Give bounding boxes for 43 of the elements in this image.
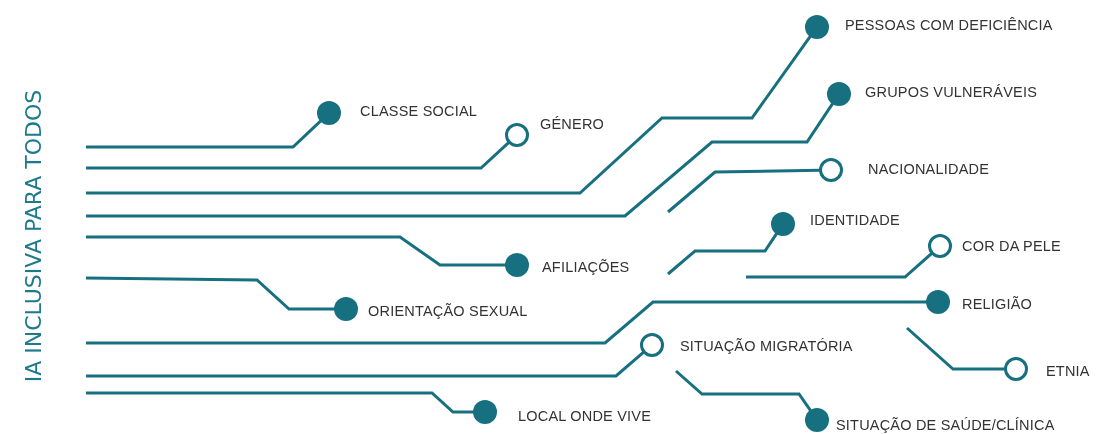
circuit-line	[667, 232, 779, 276]
category-label: AFILIAÇÕES	[542, 259, 630, 275]
category-label: SITUAÇÃO MIGRATÓRIA	[680, 338, 853, 354]
category-label: ETNIA	[1046, 363, 1090, 379]
circuit-line	[86, 391, 474, 414]
filled-dot	[827, 82, 851, 106]
circuit-line	[86, 235, 506, 267]
filled-dot	[334, 297, 358, 321]
hollow-circle	[1004, 357, 1028, 381]
category-label: NACIONALIDADE	[868, 161, 990, 177]
hollow-circle	[928, 234, 952, 258]
circuit-line	[746, 252, 933, 279]
circuit-line	[86, 102, 835, 218]
category-label: ORIENTAÇÃO SEXUAL	[368, 303, 528, 319]
category-label: CLASSE SOCIAL	[360, 103, 478, 119]
category-label: RELIGIÃO	[962, 296, 1033, 312]
circuit-line	[86, 351, 645, 378]
filled-dot	[317, 101, 341, 125]
vertical-title: IA INCLUSIVA PARA TODOS	[20, 89, 46, 383]
circuit-line	[86, 300, 927, 345]
circuit-line	[906, 326, 1005, 371]
hollow-circle	[640, 333, 664, 357]
category-label: IDENTIDADE	[810, 212, 900, 228]
hollow-circle	[505, 123, 529, 147]
filled-dot	[473, 400, 497, 424]
circuit-line	[86, 141, 510, 170]
filled-dot	[771, 212, 795, 236]
circuit-line	[86, 35, 812, 195]
category-label: GÉNERO	[540, 116, 605, 132]
filled-dot	[805, 15, 829, 39]
circuit-line	[86, 276, 335, 311]
category-label: SITUAÇÃO DE SAÚDE/CLÍNICA	[836, 417, 1055, 433]
category-label: GRUPOS VULNERÁVEIS	[865, 84, 1037, 100]
category-label: LOCAL ONDE VIVE	[518, 408, 651, 424]
filled-dot	[805, 408, 829, 432]
circuit-line	[675, 369, 812, 412]
filled-dot	[926, 290, 950, 314]
circuit-line	[667, 168, 821, 214]
circuit-line	[86, 119, 323, 149]
filled-dot	[505, 253, 529, 277]
hollow-circle	[819, 158, 843, 182]
category-label: COR DA PELE	[962, 238, 1061, 254]
category-label: PESSOAS COM DEFICIÊNCIA	[845, 17, 1053, 33]
